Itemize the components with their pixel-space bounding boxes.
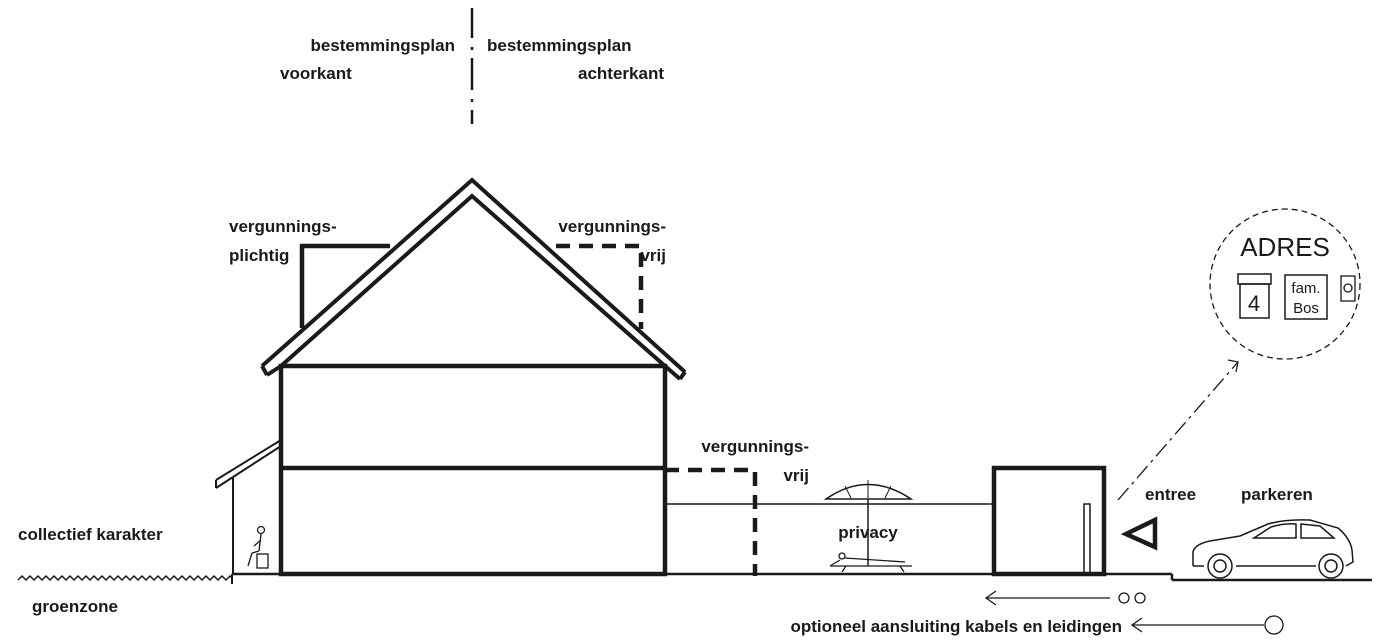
permit-free-annex-label-1: vergunnings- (701, 437, 809, 456)
dormer-permit-required (299, 243, 390, 328)
doorbell-icon (1340, 275, 1356, 302)
pipe-connection-icon (1264, 615, 1284, 635)
utilities-arrow-1 (984, 590, 1110, 606)
address-title: ADRES (1240, 232, 1330, 262)
name-line-1: fam. (1291, 280, 1320, 297)
seated-person-icon (247, 525, 269, 569)
annex-permit-free (665, 467, 758, 576)
utilities-arrow-2 (1130, 617, 1264, 633)
sunbed-icon (829, 552, 912, 573)
cable-connection-icon-2 (1134, 592, 1146, 604)
privacy-label: privacy (838, 523, 898, 542)
house-number-plate (1237, 273, 1272, 319)
permit-free-roof-label-2: vrij (640, 246, 666, 265)
entrance-label: entree (1145, 485, 1196, 504)
address-callout-arrowhead (1227, 359, 1239, 373)
address-detail-circle (1209, 208, 1361, 360)
utilities-label: optioneel aansluiting kabels en leidinge… (790, 617, 1122, 636)
green-zone-zigzag (17, 574, 233, 582)
shed-door (1083, 503, 1091, 575)
green-zone-label: groenzone (32, 597, 118, 616)
house-roof (260, 177, 687, 381)
permit-required-label-1: vergunnings- (229, 217, 337, 236)
car-icon (1192, 519, 1354, 579)
parasol-icon (823, 480, 914, 566)
shed (991, 465, 1107, 577)
dormer-permit-free (556, 243, 644, 329)
permit-free-roof-label-1: vergunnings- (558, 217, 666, 236)
plan-back-label-1: bestemmingsplan (487, 36, 632, 55)
address-callout-line (1117, 361, 1239, 501)
name-line-2: Bos (1293, 300, 1319, 317)
cable-connection-icon-1 (1118, 592, 1130, 604)
house-number: 4 (1248, 291, 1260, 316)
entrance-marker-icon (1120, 516, 1158, 551)
plan-back-label-2: achterkant (578, 64, 664, 83)
side-porch (215, 439, 282, 574)
parking-label: parkeren (1241, 485, 1313, 504)
name-plate (1284, 274, 1328, 320)
plan-front-label-2: voorkant (280, 64, 352, 83)
permit-required-label-2: plichtig (229, 246, 289, 265)
plan-front-label-1: bestemmingsplan (310, 36, 455, 55)
permit-free-annex-label-2: vrij (783, 466, 809, 485)
collective-label: collectief karakter (18, 525, 163, 544)
